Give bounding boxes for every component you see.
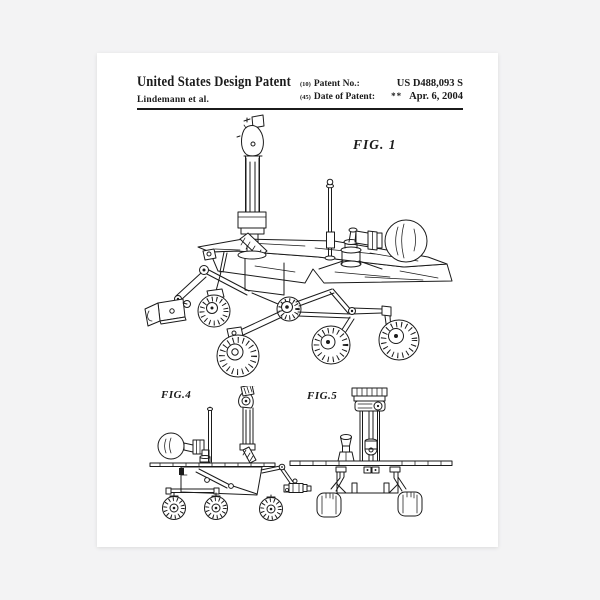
- patent-date-label: Date of Patent:: [313, 92, 376, 102]
- patent-date-row: (45) Date of Patent: ** Apr. 6, 2004: [300, 91, 463, 102]
- fig1-rover-perspective-drawing: [130, 110, 480, 395]
- header-divider-line: [137, 108, 463, 110]
- patent-date-value: Apr. 6, 2004: [409, 91, 463, 102]
- fig5-rover-front-view: [290, 388, 452, 517]
- patent-number-row: (10) Patent No.: US D488,093 S: [300, 78, 463, 89]
- patent-number-prefix: (10): [300, 81, 311, 88]
- fig4-fig5-rover-side-front-drawings: [142, 386, 457, 538]
- patent-number-value: US D488,093 S: [396, 78, 463, 89]
- fig4-label: FIG.4: [161, 389, 192, 401]
- patent-header-right: (10) Patent No.: US D488,093 S (45) Date…: [300, 78, 463, 104]
- patent-title: United States Design Patent: [137, 74, 291, 90]
- patent-date-stars: **: [391, 91, 403, 101]
- patent-date-prefix: (45): [300, 94, 311, 101]
- fig4-rover-side-view: [150, 386, 311, 521]
- fig5-label: FIG.5: [307, 390, 338, 402]
- fig1-label: FIG. 1: [353, 137, 397, 152]
- patent-number-label: Patent No.:: [313, 79, 360, 89]
- patent-page: United States Design Patent Lindemann et…: [97, 53, 498, 547]
- patent-authors: Lindemann et al.: [137, 95, 210, 105]
